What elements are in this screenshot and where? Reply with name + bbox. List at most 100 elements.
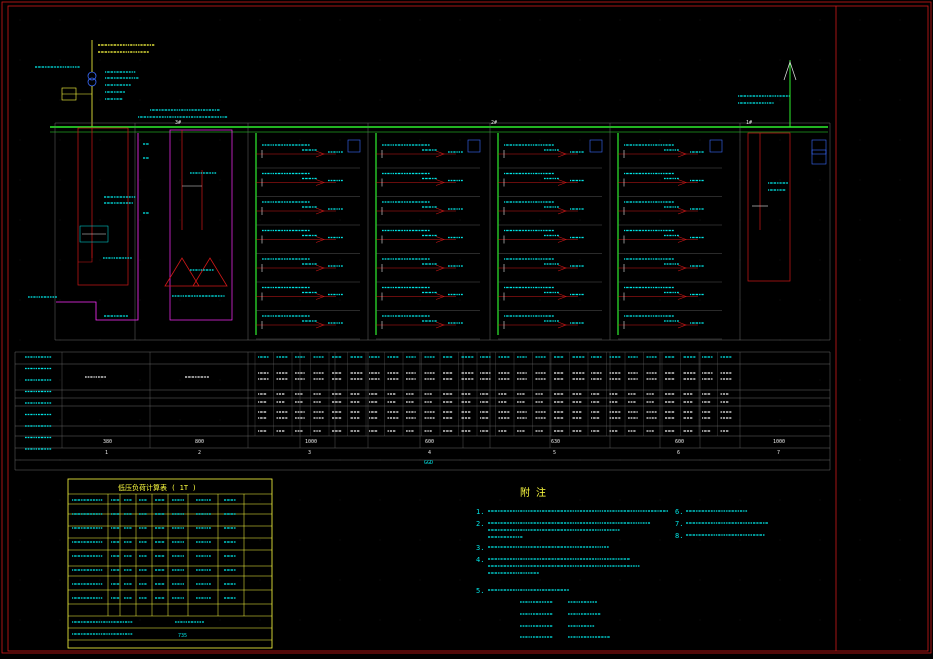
grid-dot bbox=[619, 299, 621, 301]
grid-dot bbox=[139, 299, 141, 301]
grid-dot bbox=[379, 379, 381, 381]
grid-dot bbox=[619, 259, 621, 261]
grid-dot bbox=[259, 499, 261, 501]
grid-dot bbox=[659, 219, 661, 221]
grid-dot bbox=[499, 299, 501, 301]
grid-dot bbox=[99, 619, 101, 621]
grid-dot bbox=[99, 59, 101, 61]
grid-dot bbox=[499, 539, 501, 541]
grid-dot bbox=[779, 619, 781, 621]
grid-dot bbox=[539, 59, 541, 61]
grid-dot bbox=[139, 579, 141, 581]
grid-dot bbox=[419, 139, 421, 141]
note-number-2: 2. bbox=[476, 520, 485, 528]
grid-dot bbox=[419, 19, 421, 21]
grid-dot bbox=[59, 19, 61, 21]
grid-dot bbox=[19, 579, 21, 581]
grid-dot bbox=[539, 179, 541, 181]
group-number-3: 3 bbox=[308, 450, 312, 456]
grid-dot bbox=[579, 259, 581, 261]
grid-dot bbox=[339, 219, 341, 221]
grid-dot bbox=[179, 99, 181, 101]
feeder-arrow bbox=[557, 207, 567, 215]
feeder-arrow bbox=[315, 236, 325, 243]
group-number-1: 1 bbox=[105, 450, 109, 456]
grid-dot bbox=[19, 59, 21, 61]
grid-dot bbox=[619, 19, 621, 21]
grid-dot bbox=[859, 99, 861, 101]
grid-dot bbox=[19, 19, 21, 21]
grid-dot bbox=[59, 139, 61, 141]
grid-dot bbox=[579, 139, 581, 141]
grid-dot bbox=[19, 259, 21, 261]
grid-dot bbox=[899, 259, 901, 261]
grid-dot bbox=[379, 539, 381, 541]
grid-dot bbox=[59, 379, 61, 381]
incoming-cabinet-box bbox=[77, 127, 129, 286]
grid-dot bbox=[339, 499, 341, 501]
grid-dot bbox=[99, 419, 101, 421]
grid-dot bbox=[899, 459, 901, 461]
grid-dot bbox=[859, 619, 861, 621]
feeder-arrow bbox=[435, 264, 445, 272]
grid-dot bbox=[619, 59, 621, 61]
grid-dot bbox=[819, 499, 821, 501]
grid-dot bbox=[419, 259, 421, 261]
grid-dot bbox=[539, 139, 541, 141]
grid-dot bbox=[99, 299, 101, 301]
grid-dot bbox=[59, 259, 61, 261]
grid-dot bbox=[899, 179, 901, 181]
grid-dot bbox=[179, 299, 181, 301]
grid-dot bbox=[699, 299, 701, 301]
grid-dot bbox=[859, 299, 861, 301]
grid-dot bbox=[19, 219, 21, 221]
feeder-arrow bbox=[315, 179, 325, 186]
grid-dot bbox=[139, 99, 141, 101]
grid-dot bbox=[859, 19, 861, 21]
grid-dot bbox=[219, 179, 221, 181]
note-number-1: 1. bbox=[476, 508, 485, 516]
group-number-5: 5 bbox=[553, 450, 557, 456]
grid-dot bbox=[219, 59, 221, 61]
grid-dot bbox=[579, 539, 581, 541]
grid-dot bbox=[499, 419, 501, 421]
feeder-arrow bbox=[435, 179, 445, 186]
feeder-arrow bbox=[677, 236, 687, 243]
grid-dot bbox=[899, 219, 901, 221]
grid-dot bbox=[419, 579, 421, 581]
feeder-arrow bbox=[315, 264, 325, 272]
incoming-ct bbox=[78, 244, 93, 263]
feeder-arrow bbox=[315, 293, 325, 300]
grid-dot bbox=[859, 219, 861, 221]
grid-dot bbox=[259, 379, 261, 381]
grid-dot bbox=[139, 219, 141, 221]
grid-dot bbox=[299, 619, 301, 621]
grid-dot bbox=[259, 19, 261, 21]
grid-dot bbox=[819, 579, 821, 581]
grid-dot bbox=[259, 259, 261, 261]
grid-dot bbox=[859, 59, 861, 61]
grid-dot bbox=[819, 179, 821, 181]
feeder-arrow bbox=[557, 293, 567, 300]
grid-dot bbox=[619, 579, 621, 581]
capacity-value-1: 380 bbox=[103, 439, 113, 445]
inner-frame bbox=[7, 5, 929, 652]
grid-dot bbox=[59, 299, 61, 301]
grid-dot bbox=[459, 139, 461, 141]
grid-dot bbox=[299, 499, 301, 501]
grid-dot bbox=[579, 299, 581, 301]
note-number-7: 7. bbox=[675, 520, 684, 528]
grid-dot bbox=[619, 379, 621, 381]
grid-dot bbox=[859, 499, 861, 501]
north-arrow-icon bbox=[783, 60, 797, 81]
grid-dot bbox=[499, 259, 501, 261]
grid-dot bbox=[179, 59, 181, 61]
grid-dot bbox=[499, 499, 501, 501]
capacitor-cabinet-box bbox=[169, 129, 233, 321]
grid-dot bbox=[699, 579, 701, 581]
grid-dot bbox=[539, 259, 541, 261]
grid-dot bbox=[379, 179, 381, 181]
grid-dot bbox=[139, 139, 141, 141]
grid-dot bbox=[539, 419, 541, 421]
